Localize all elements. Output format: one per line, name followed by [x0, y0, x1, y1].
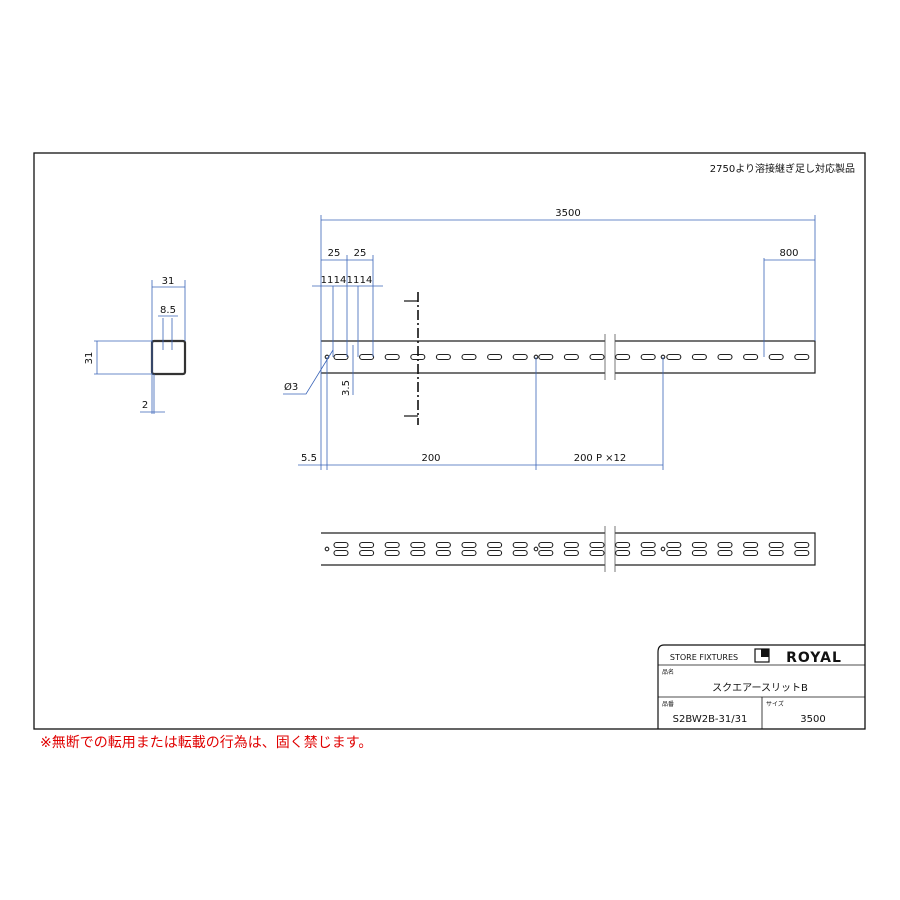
- slot: [666, 549, 682, 557]
- slot: [589, 549, 605, 557]
- dim-total-length: 3500: [555, 208, 580, 219]
- slot: [487, 353, 503, 361]
- brand-logo: ROYAL: [786, 650, 842, 666]
- slot: [435, 541, 451, 549]
- slot: [768, 353, 784, 361]
- slot: [691, 353, 707, 361]
- dim-slot-height: 3.5: [341, 380, 352, 396]
- slot: [333, 353, 349, 361]
- slot: [410, 541, 426, 549]
- dim-slot-spacing: 8.5: [160, 305, 176, 316]
- slot: [691, 549, 707, 557]
- dim-width: 31: [162, 276, 175, 287]
- slot: [589, 541, 605, 549]
- dim-slot-1: 14: [334, 275, 347, 286]
- slot: [333, 541, 349, 549]
- slot: [743, 353, 759, 361]
- name-value: スクエアースリットB: [712, 682, 808, 694]
- slot: [743, 549, 759, 557]
- slot: [384, 549, 400, 557]
- slot: [538, 549, 554, 557]
- name-label: 品名: [662, 668, 674, 676]
- slot: [717, 541, 733, 549]
- code-value: S2BW2B-31/31: [673, 714, 748, 725]
- slot: [435, 549, 451, 557]
- slot: [666, 541, 682, 549]
- slot: [794, 549, 810, 557]
- slot: [461, 541, 477, 549]
- slot: [768, 549, 784, 557]
- dim-slot-3: 14: [360, 275, 373, 286]
- slot: [794, 541, 810, 549]
- slot: [640, 549, 656, 557]
- slot: [691, 541, 707, 549]
- slot: [359, 549, 375, 557]
- company-label: STORE FIXTURES: [670, 653, 738, 662]
- slot: [615, 353, 631, 361]
- dim-start-offset: 5.5: [301, 453, 317, 464]
- slot: [615, 541, 631, 549]
- slot: [359, 353, 375, 361]
- dim-slot-0: 11: [321, 275, 334, 286]
- dim-first-pitch: 200: [421, 453, 440, 464]
- dim-pitch-b: 25: [354, 248, 367, 259]
- dim-height: 31: [84, 352, 95, 365]
- dim-pitch-a: 25: [328, 248, 341, 259]
- slot: [563, 549, 579, 557]
- rear-view: [321, 526, 816, 572]
- slot: [640, 541, 656, 549]
- slot: [359, 541, 375, 549]
- dim-thickness: 2: [142, 400, 148, 411]
- dim-end-offset: 800: [779, 248, 798, 259]
- slot: [487, 549, 503, 557]
- slot: [666, 353, 682, 361]
- slot: [384, 541, 400, 549]
- front-view: 3500 800 25 25 11 14 11 14 3.5 Ø3 5.5 20…: [283, 208, 816, 470]
- slot: [717, 549, 733, 557]
- slot: [589, 353, 605, 361]
- slot: [384, 353, 400, 361]
- slot: [563, 541, 579, 549]
- section-view: 31 8.5 31 2: [84, 276, 187, 414]
- size-value: 3500: [800, 714, 825, 725]
- slot: [410, 549, 426, 557]
- slot: [333, 549, 349, 557]
- dim-repeat-pitch: 200 P ×12: [574, 453, 627, 464]
- slot: [512, 353, 528, 361]
- slot: [743, 541, 759, 549]
- slot: [794, 353, 810, 361]
- title-block: STORE FIXTURES ROYAL 品名 スクエアースリットB 品番 S2…: [657, 644, 865, 729]
- slot: [512, 549, 528, 557]
- slot: [640, 353, 656, 361]
- slot: [717, 353, 733, 361]
- slot: [435, 353, 451, 361]
- slot: [615, 549, 631, 557]
- slot: [461, 549, 477, 557]
- slot: [487, 541, 503, 549]
- header-note: 2750より溶接継ぎ足し対応製品: [710, 162, 855, 175]
- slot: [538, 353, 554, 361]
- slot: [563, 353, 579, 361]
- code-label: 品番: [662, 701, 674, 708]
- size-label: サイズ: [766, 700, 784, 708]
- dim-hole-dia: Ø3: [284, 381, 298, 393]
- slot: [768, 541, 784, 549]
- slot: [512, 541, 528, 549]
- slot: [461, 353, 477, 361]
- copyright-warning: ※無断での転用または転載の行為は、固く禁じます。: [40, 735, 372, 751]
- sheet-border: [33, 152, 866, 730]
- dim-slot-2: 11: [347, 275, 360, 286]
- slot: [538, 541, 554, 549]
